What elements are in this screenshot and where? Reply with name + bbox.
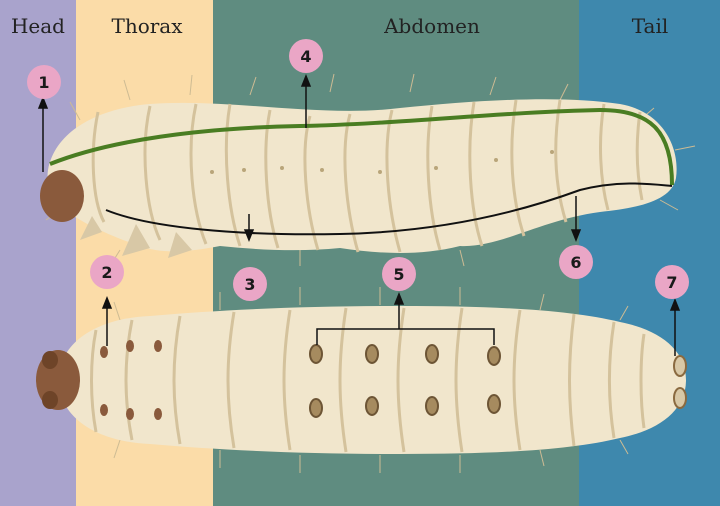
head-label: Head (11, 14, 65, 38)
dorsal-line (49, 107, 674, 186)
pointer-lines (37, 73, 681, 356)
marker-4: 4 (289, 39, 323, 73)
marker-6-number: 6 (570, 253, 581, 272)
marker-2: 2 (90, 255, 124, 289)
marker-6: 6 (559, 245, 593, 279)
marker-3: 3 (233, 267, 267, 301)
marker-2-number: 2 (101, 263, 112, 282)
side-head-capsule (40, 170, 84, 222)
top-segment-creases (90, 307, 646, 453)
marker-3-number: 3 (244, 275, 255, 294)
tail-label: Tail (632, 14, 669, 38)
marker-5-number: 5 (393, 265, 404, 284)
marker-7: 7 (655, 265, 689, 299)
larva-side-view (40, 73, 696, 267)
larva-top-body (58, 306, 686, 454)
abdomen-label: Abdomen (383, 14, 480, 38)
marker-1-number: 1 (38, 73, 49, 92)
thorax-label: Thorax (111, 14, 183, 38)
ventral-line (105, 182, 673, 236)
side-segment-creases (91, 99, 644, 253)
marker-5: 5 (382, 257, 416, 291)
marker-1: 1 (27, 65, 61, 99)
larva-top-view (36, 287, 687, 473)
abdominal-spots (309, 344, 501, 418)
marker-4-number: 4 (300, 47, 311, 66)
marker-7-number: 7 (666, 273, 677, 292)
